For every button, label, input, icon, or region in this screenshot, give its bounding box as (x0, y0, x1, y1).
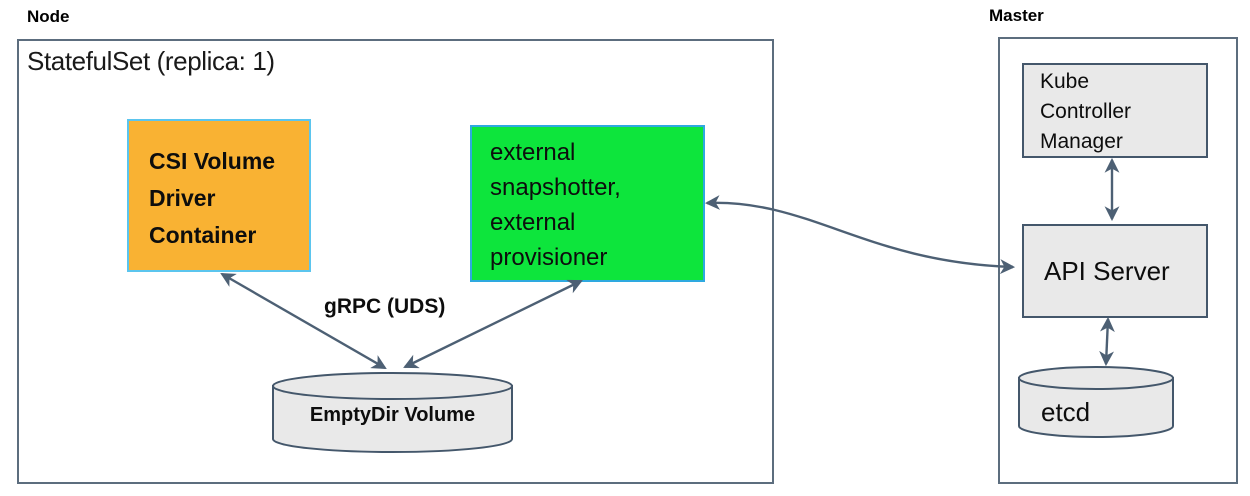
csi-box-line: CSI Volume (149, 148, 276, 174)
master-panel-label: Master (989, 6, 1044, 25)
external-box-line: external (490, 209, 576, 236)
grpc-uds-label: gRPC (UDS) (324, 295, 446, 318)
statefulset-label: StatefulSet (replica: 1) (27, 46, 275, 76)
external-box-line: snapshotter, (490, 174, 621, 201)
csi-volume-driver-container-box: CSI Volume Driver Container (127, 119, 311, 272)
kube-controller-manager-box: Kube Controller Manager (1022, 63, 1208, 158)
master-panel: Kube Controller Manager API Server (998, 37, 1238, 484)
node-panel: StatefulSet (replica: 1) CSI Volume Driv… (17, 39, 774, 484)
kcm-box-line: Manager (1040, 130, 1123, 153)
external-snapshotter-provisioner-box: external snapshotter, external provision… (470, 125, 705, 282)
node-panel-label: Node (27, 7, 70, 26)
csi-box-line: Container (149, 222, 257, 248)
api-server-box: API Server (1022, 224, 1208, 318)
csi-box-line: Driver (149, 185, 216, 211)
external-box-line: provisioner (490, 244, 608, 271)
kcm-box-line: Controller (1040, 100, 1132, 123)
kcm-box-line: Kube (1040, 70, 1090, 93)
external-box-line: external (490, 139, 576, 166)
api-server-label: API Server (1044, 255, 1170, 286)
